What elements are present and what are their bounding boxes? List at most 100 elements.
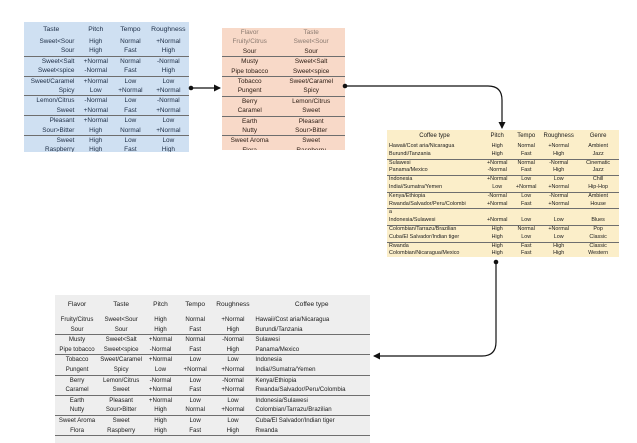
table-cell: Spicy: [277, 86, 345, 97]
table-cell: Earth: [69, 396, 85, 404]
column-header: Tempo: [185, 301, 206, 309]
table-cell: Low: [189, 396, 201, 404]
table-cell: Sweet/Caramel: [30, 77, 75, 85]
table-cell: +Normal: [113, 86, 148, 97]
table-cell: Low: [189, 356, 201, 364]
table-cell: +Normal: [221, 316, 245, 323]
table-cell: Sweet<Salt: [105, 336, 137, 344]
table-cell: Low: [227, 396, 239, 404]
table-cell: Low: [162, 117, 175, 125]
table-cell: Sour: [24, 46, 79, 57]
table-cell: High: [154, 316, 167, 323]
table-cell: Hawaii/Cost aria/Nicaragua: [389, 143, 455, 149]
table-cell: House: [577, 200, 619, 210]
table-cell: +Normal: [486, 159, 508, 166]
column-header: Roughness: [543, 132, 574, 139]
table-cell: Tobacco: [237, 78, 262, 86]
table-cell: Indonesia: [389, 176, 413, 183]
table-cell: Rwanda/Salvador/Peru/Colombi: [387, 200, 483, 210]
table-cell: -Normal: [156, 57, 180, 65]
table-cell: Low: [189, 416, 201, 424]
table-cell: Sour>Bitter: [277, 126, 345, 137]
table-cell: Low: [540, 217, 578, 226]
table-cell: Fruity/Citrus: [232, 38, 267, 46]
table-cell: Sour>Bitter: [24, 125, 79, 137]
table-cell: Berry: [242, 97, 258, 105]
table-cell: High: [482, 150, 513, 160]
table-cell: +Normal: [548, 225, 569, 232]
column-header: Taste: [113, 301, 130, 309]
table-header-row: Flavor Taste Pitch Tempo Roughness Coffe…: [55, 295, 370, 315]
table-cell: Fast: [512, 150, 541, 160]
table-cell: High: [540, 150, 578, 160]
table-cell: Sweet<Sour: [293, 38, 329, 46]
table-cell: Fast: [113, 145, 148, 152]
column-header: Tempo: [517, 132, 536, 139]
table-cell: High: [212, 324, 254, 336]
table-row: Fruity/Citrus Sweet<Sour: [222, 37, 345, 46]
column-header: Roughness: [151, 25, 186, 33]
table-cell: High: [78, 125, 114, 137]
table-cell: Musty: [68, 336, 86, 344]
table-cell: Sweet: [112, 416, 130, 424]
table-cell: Western: [577, 250, 619, 257]
table-cell: Raspberry: [277, 145, 345, 150]
table-cell: Fast: [177, 344, 213, 356]
table-cell: High: [154, 416, 167, 424]
table-cell: Rwanda: [389, 242, 409, 249]
table-cell: Low: [124, 97, 137, 105]
table-cell: +Normal: [512, 183, 541, 193]
table-cell: Kenya/Ethiopia: [389, 192, 426, 199]
table-cell: Classic: [589, 242, 607, 249]
table-cell: Pipe tobacco: [222, 66, 278, 78]
table-cell: Spicy: [24, 86, 79, 97]
table-row: a: [387, 209, 619, 217]
table-cell: Normal: [517, 143, 535, 149]
table-cell: Sweet<Sour: [39, 38, 75, 45]
table-cell: Sweet: [302, 137, 321, 145]
table-cell: Caramel: [55, 385, 100, 396]
table-cell: Pleasant: [109, 396, 133, 404]
table-cell: Normal: [120, 57, 141, 65]
table-cell: Pipe tobacco: [55, 344, 100, 356]
column-header: Coffee type: [294, 301, 329, 309]
table-cell: +Normal: [83, 57, 108, 65]
table-cell: High: [89, 38, 103, 45]
table-cell: -Normal: [482, 167, 513, 177]
table-cell: -Normal: [549, 159, 569, 166]
table-cell: +Normal: [78, 105, 114, 117]
table-cell: +Normal: [83, 77, 108, 85]
table-cell: Fast: [113, 66, 148, 77]
table-cell: +Normal: [148, 356, 173, 364]
table-cell: Fast: [512, 250, 541, 257]
table-cell: a: [389, 209, 392, 216]
table-cell: Normal: [517, 159, 535, 166]
table-cell: Raspberry: [24, 145, 79, 152]
table-cell: Fast: [177, 324, 213, 336]
arrow-taste-to-flavor: [188, 84, 221, 92]
table-cell: Low: [143, 364, 178, 376]
table-cell: High: [147, 46, 189, 57]
table-cell: India//Sumatra/Yemen: [387, 183, 483, 193]
table-cell: +Normal: [482, 200, 513, 210]
table-cell: +Normal: [177, 364, 213, 376]
table-cell: Low: [124, 77, 137, 85]
table-cell: Sweet<Salt: [41, 57, 75, 65]
arrow-flavor-to-coffee: [342, 83, 506, 129]
